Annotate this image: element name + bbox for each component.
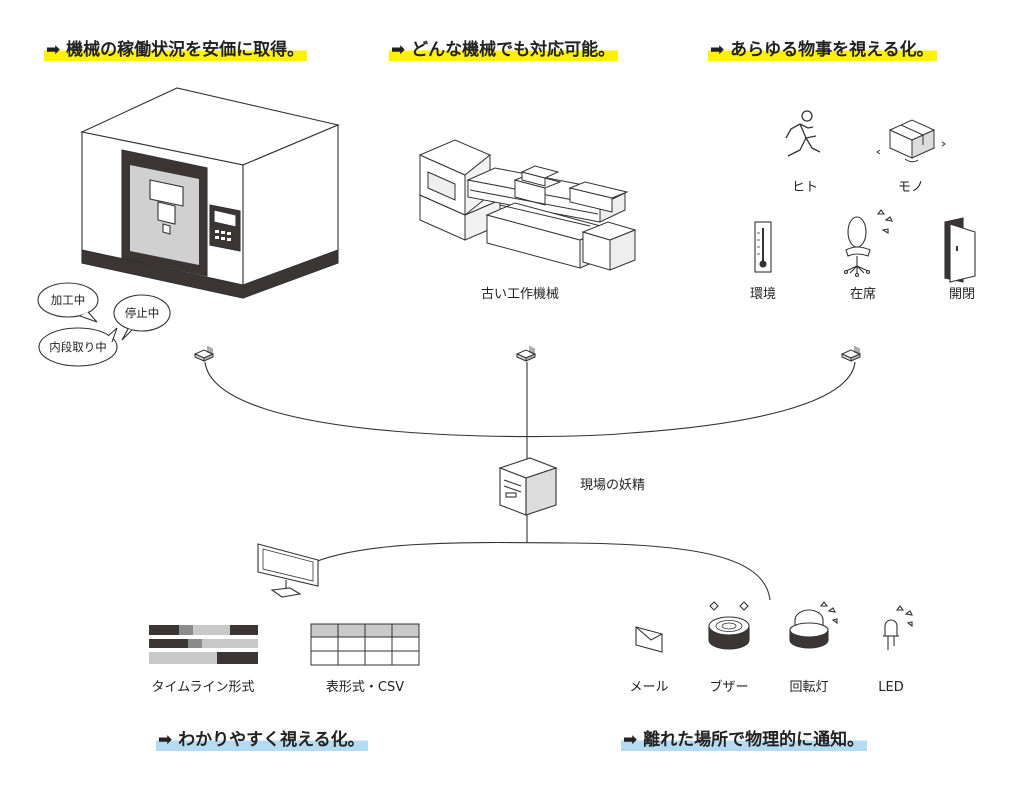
bubble-setup: 内段取り中 [49, 340, 107, 354]
sensor-icon-left [194, 345, 214, 362]
label-open-close: 開閉 [948, 287, 975, 302]
person-icon [785, 110, 821, 157]
bubble-processing: 加工中 [50, 293, 86, 307]
chair-icon [843, 209, 893, 278]
sensor-icon-right [841, 345, 861, 362]
label-presence: 在席 [849, 287, 876, 302]
rotating-light-icon [789, 601, 838, 649]
timeline-chart-icon [149, 625, 258, 664]
label-mail: メール [629, 680, 669, 695]
mail-icon [635, 626, 663, 653]
table-csv-icon [310, 623, 420, 666]
door-icon [944, 217, 976, 283]
label-timeline: タイムライン形式 [151, 680, 255, 695]
bubble-stopped: 停止中 [124, 306, 160, 320]
thermometer-icon [754, 221, 772, 273]
sensor-icon-center [516, 345, 536, 362]
label-environment: 環境 [749, 287, 776, 302]
label-old-machine: 古い工作機械 [480, 287, 559, 302]
led-icon [883, 605, 913, 650]
label-hub: 現場の妖精 [580, 478, 646, 493]
headline-visualize-anything: ➡ あらゆる物事を視える化。 [708, 39, 937, 61]
label-table-csv: 表形式・CSV [325, 680, 405, 695]
label-led: LED [878, 680, 904, 695]
headline-any-machine: ➡ どんな機械でも対応可能。 [389, 39, 619, 61]
state-bubbles [37, 282, 171, 367]
headline-monitor-cheap: ➡ 機械の稼働状況を安価に取得。 [44, 39, 308, 61]
monitor-icon [257, 543, 319, 598]
buzzer-icon [708, 601, 750, 650]
label-rotating-light: 回転灯 [789, 680, 829, 695]
label-thing: モノ [897, 180, 924, 195]
network-lines [204, 361, 856, 601]
old-machine-icon [418, 139, 637, 271]
box-icon [876, 119, 946, 163]
label-buzzer: ブザー [709, 680, 749, 695]
label-person: ヒト [791, 180, 818, 195]
headline-physical-notify: ➡ 離れた場所で物理的に通知。 [621, 729, 868, 751]
hub-server-icon [498, 457, 558, 516]
cnc-machine-icon [80, 87, 340, 299]
headline-easy-visualize: ➡ わかりやすく視える化。 [156, 729, 368, 751]
